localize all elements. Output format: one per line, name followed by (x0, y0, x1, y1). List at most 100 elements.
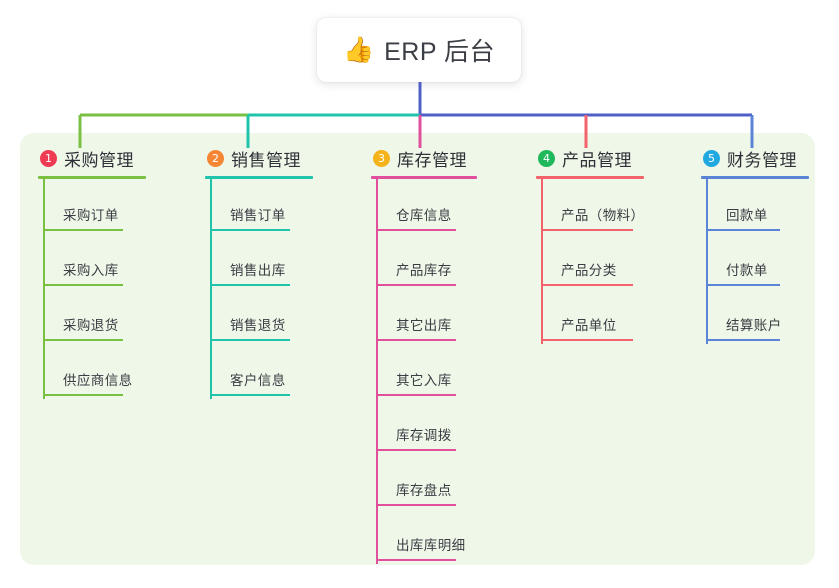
column-body-3: 仓库信息产品库存其它出库其它入库库存调拨库存盘点出库库明细 (371, 179, 477, 564)
column-body-4: 产品（物料） 产品分类产品单位 (536, 179, 644, 344)
leaf-rule (541, 229, 633, 231)
column-spine-3 (376, 179, 378, 564)
column-title-3: 库存管理 (397, 150, 467, 170)
leaf-rule (376, 339, 456, 341)
leaf-rule (210, 394, 290, 396)
column-spine-1 (43, 179, 45, 399)
column-header-2[interactable]: 2 销售管理 (205, 146, 313, 170)
leaf-node[interactable]: 供应商信息 (38, 344, 146, 399)
leaf-label: 产品（物料） (561, 208, 645, 223)
leaf-rule (210, 229, 290, 231)
leaf-rule (706, 339, 780, 341)
leaf-node[interactable]: 付款单 (701, 234, 809, 289)
leaf-node[interactable]: 仓库信息 (371, 179, 477, 234)
column-rule-3 (371, 176, 477, 179)
leaf-label: 产品库存 (396, 263, 452, 278)
column-1: 1 采购管理采购订单采购入库采购退货供应商信息 (38, 146, 146, 399)
leaf-node[interactable]: 库存调拨 (371, 399, 477, 454)
leaf-label: 销售退货 (230, 318, 286, 333)
leaf-node[interactable]: 采购入库 (38, 234, 146, 289)
leaf-node[interactable]: 其它出库 (371, 289, 477, 344)
column-title-1: 采购管理 (64, 150, 134, 170)
leaf-node[interactable]: 产品（物料） (536, 179, 644, 234)
leaf-label: 出库库明细 (396, 538, 466, 553)
leaf-node[interactable]: 销售订单 (205, 179, 313, 234)
column-badge-1: 1 (40, 149, 57, 167)
leaf-label: 产品分类 (561, 263, 617, 278)
column-4: 4 产品管理产品（物料） 产品分类产品单位 (536, 146, 644, 344)
leaf-node[interactable]: 回款单 (701, 179, 809, 234)
leaf-rule (43, 339, 123, 341)
leaf-label: 其它出库 (396, 318, 452, 333)
leaf-rule (43, 394, 123, 396)
leaf-node[interactable]: 库存盘点 (371, 454, 477, 509)
column-body-1: 采购订单采购入库采购退货供应商信息 (38, 179, 146, 399)
leaf-label: 销售订单 (230, 208, 286, 223)
column-rule-2 (205, 176, 313, 179)
leaf-label: 仓库信息 (396, 208, 452, 223)
column-spine-5 (706, 179, 708, 344)
leaf-rule (706, 284, 780, 286)
column-spine-4 (541, 179, 543, 344)
column-5: 5 财务管理回款单付款单结算账户 (701, 146, 809, 344)
leaf-label: 其它入库 (396, 373, 452, 388)
leaf-label: 产品单位 (561, 318, 617, 333)
leaf-label: 采购订单 (63, 208, 119, 223)
column-2: 2 销售管理销售订单销售出库销售退货客户信息 (205, 146, 313, 399)
column-rule-5 (701, 176, 809, 179)
root-title: ERP 后台 (384, 38, 496, 66)
column-badge-4: 4 (538, 149, 555, 167)
column-body-2: 销售订单销售出库销售退货客户信息 (205, 179, 313, 399)
column-title-5: 财务管理 (727, 150, 797, 170)
leaf-label: 结算账户 (726, 318, 782, 333)
leaf-rule (376, 504, 456, 506)
leaf-label: 采购退货 (63, 318, 119, 333)
leaf-rule (706, 229, 780, 231)
leaf-node[interactable]: 销售退货 (205, 289, 313, 344)
column-3: 3 库存管理仓库信息产品库存其它出库其它入库库存调拨库存盘点出库库明细 (371, 146, 477, 564)
leaf-rule (541, 284, 633, 286)
column-body-5: 回款单付款单结算账户 (701, 179, 809, 344)
leaf-label: 付款单 (726, 263, 768, 278)
leaf-rule (541, 339, 633, 341)
column-badge-5: 5 (703, 149, 720, 167)
column-badge-3: 3 (373, 149, 390, 167)
leaf-node[interactable]: 其它入库 (371, 344, 477, 399)
leaf-rule (43, 284, 123, 286)
column-rule-1 (38, 176, 146, 179)
column-header-4[interactable]: 4 产品管理 (536, 146, 644, 170)
leaf-node[interactable]: 结算账户 (701, 289, 809, 344)
leaf-node[interactable]: 产品单位 (536, 289, 644, 344)
column-spine-2 (210, 179, 212, 399)
leaf-rule (210, 284, 290, 286)
leaf-node[interactable]: 销售出库 (205, 234, 313, 289)
branch-panel (20, 133, 815, 565)
leaf-rule (376, 284, 456, 286)
leaf-label: 销售出库 (230, 263, 286, 278)
leaf-rule (376, 449, 456, 451)
leaf-node[interactable]: 客户信息 (205, 344, 313, 399)
column-title-4: 产品管理 (562, 150, 632, 170)
leaf-label: 客户信息 (230, 373, 286, 388)
leaf-label: 库存盘点 (396, 483, 452, 498)
column-rule-4 (536, 176, 644, 179)
leaf-label: 采购入库 (63, 263, 119, 278)
column-header-5[interactable]: 5 财务管理 (701, 146, 809, 170)
leaf-node[interactable]: 采购订单 (38, 179, 146, 234)
leaf-label: 供应商信息 (63, 373, 133, 388)
leaf-node[interactable]: 产品库存 (371, 234, 477, 289)
column-title-2: 销售管理 (231, 150, 301, 170)
leaf-node[interactable]: 出库库明细 (371, 509, 477, 564)
leaf-rule (376, 394, 456, 396)
leaf-node[interactable]: 产品分类 (536, 234, 644, 289)
column-header-3[interactable]: 3 库存管理 (371, 146, 477, 170)
column-header-1[interactable]: 1 采购管理 (38, 146, 146, 170)
column-badge-2: 2 (207, 149, 224, 167)
leaf-label: 库存调拨 (396, 428, 452, 443)
leaf-rule (43, 229, 123, 231)
leaf-node[interactable]: 采购退货 (38, 289, 146, 344)
leaf-rule (210, 339, 290, 341)
leaf-rule (376, 559, 456, 561)
root-node[interactable]: 👍 ERP 后台 (317, 18, 521, 82)
